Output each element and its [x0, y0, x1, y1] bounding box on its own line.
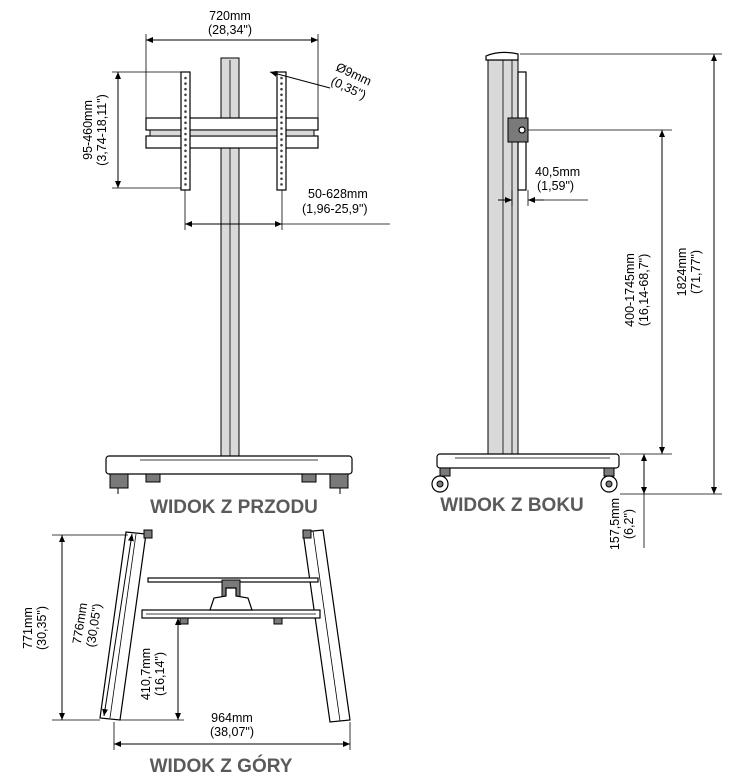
front-base	[105, 455, 353, 475]
bracket-hole	[184, 93, 187, 97]
bracket-hole	[184, 143, 187, 147]
bracket-hole	[184, 138, 187, 141]
front-caster-right	[329, 473, 349, 489]
front-view-label: WIDOK Z PRZODU	[150, 497, 318, 518]
bracket-hole	[184, 104, 187, 108]
bracket-hole	[280, 160, 283, 164]
top-view: 771mm (30,35") 776mm (30,05") 410,7mm (1…	[21, 529, 351, 777]
bracket-hole	[280, 166, 283, 169]
bracket-hole	[280, 87, 283, 91]
side-base	[436, 453, 620, 469]
side-base-in: (6,2")	[622, 509, 636, 539]
bracket-hole	[184, 121, 187, 125]
front-upper-rail	[145, 117, 319, 131]
bracket-hole	[184, 177, 187, 181]
side-depth-in: (1,59")	[537, 179, 574, 193]
bracket-hole	[280, 115, 283, 119]
bracket-hole	[280, 76, 283, 80]
bracket-hole	[280, 93, 283, 97]
top-771-mm: 771mm	[21, 607, 35, 649]
bracket-hole	[184, 115, 187, 119]
bracket-hole	[184, 160, 187, 164]
bracket-hole	[184, 149, 187, 153]
bracket-hole	[280, 177, 283, 181]
bracket-hole	[280, 149, 283, 153]
bracket-hole	[280, 104, 283, 108]
top-964-mm: 964mm	[211, 711, 253, 725]
bracket-hole	[184, 171, 187, 175]
bracket-hole	[280, 121, 283, 125]
side-range-mm: 400-1745mm	[623, 253, 637, 327]
vesa-horizontal-mm: 50-628mm	[308, 187, 368, 201]
bracket-hole	[184, 76, 187, 80]
top-771-in: (30,35")	[35, 606, 49, 650]
side-total-in: (71,77")	[689, 250, 703, 294]
bracket-hole	[280, 127, 283, 130]
top-410-mm: 410,7mm	[139, 648, 153, 700]
top-964-in: (38,07")	[210, 725, 254, 739]
side-base-mm: 157,5mm	[608, 498, 622, 550]
front-view: 720mm (28,34") Ø9mm (0,35") 95-460mm (3,…	[81, 9, 390, 518]
front-left-bracket	[180, 71, 191, 191]
top-776-in: (30,05")	[84, 603, 105, 649]
bracket-hole	[184, 183, 187, 186]
bracket-hole	[280, 99, 283, 102]
side-range-in: (16,14-68,7")	[637, 254, 651, 327]
bracket-hole	[280, 110, 283, 113]
bracket-hole	[184, 82, 187, 85]
vesa-vertical-in: (3,74-18,11")	[95, 94, 109, 166]
bracket-hole	[184, 127, 187, 130]
bracket-hole	[280, 183, 283, 186]
side-depth-mm: 40,5mm	[535, 165, 580, 179]
bracket-hole	[280, 82, 283, 85]
bracket-hole	[184, 166, 187, 169]
bracket-hole	[280, 138, 283, 141]
bracket-hole	[280, 132, 283, 136]
bracket-hole	[280, 155, 283, 158]
front-width-mm: 720mm	[209, 9, 251, 23]
front-right-bracket	[276, 71, 287, 191]
bracket-hole	[184, 110, 187, 113]
front-lower-rail	[145, 135, 319, 149]
vesa-horizontal-in: (1,96-25,9")	[302, 202, 368, 216]
bracket-hole	[280, 171, 283, 175]
bracket-hole	[184, 155, 187, 158]
side-view: 40,5mm (1,59") 400-1745mm (16,14-68,7") …	[431, 51, 722, 550]
bracket-hole	[184, 99, 187, 102]
top-410-in: (16,14")	[153, 652, 167, 696]
vesa-vertical-mm: 95-460mm	[81, 100, 95, 160]
front-width-in: (28,34")	[208, 23, 252, 37]
side-view-label: WIDOK Z BOKU	[440, 495, 584, 516]
bracket-hole	[280, 143, 283, 147]
front-caster-left	[109, 473, 129, 489]
bracket-hole	[184, 132, 187, 136]
bracket-hole	[184, 87, 187, 91]
top-view-label: WIDOK Z GÓRY	[150, 755, 293, 776]
top-776-mm: 776mm	[70, 602, 90, 645]
side-total-mm: 1824mm	[675, 248, 689, 297]
